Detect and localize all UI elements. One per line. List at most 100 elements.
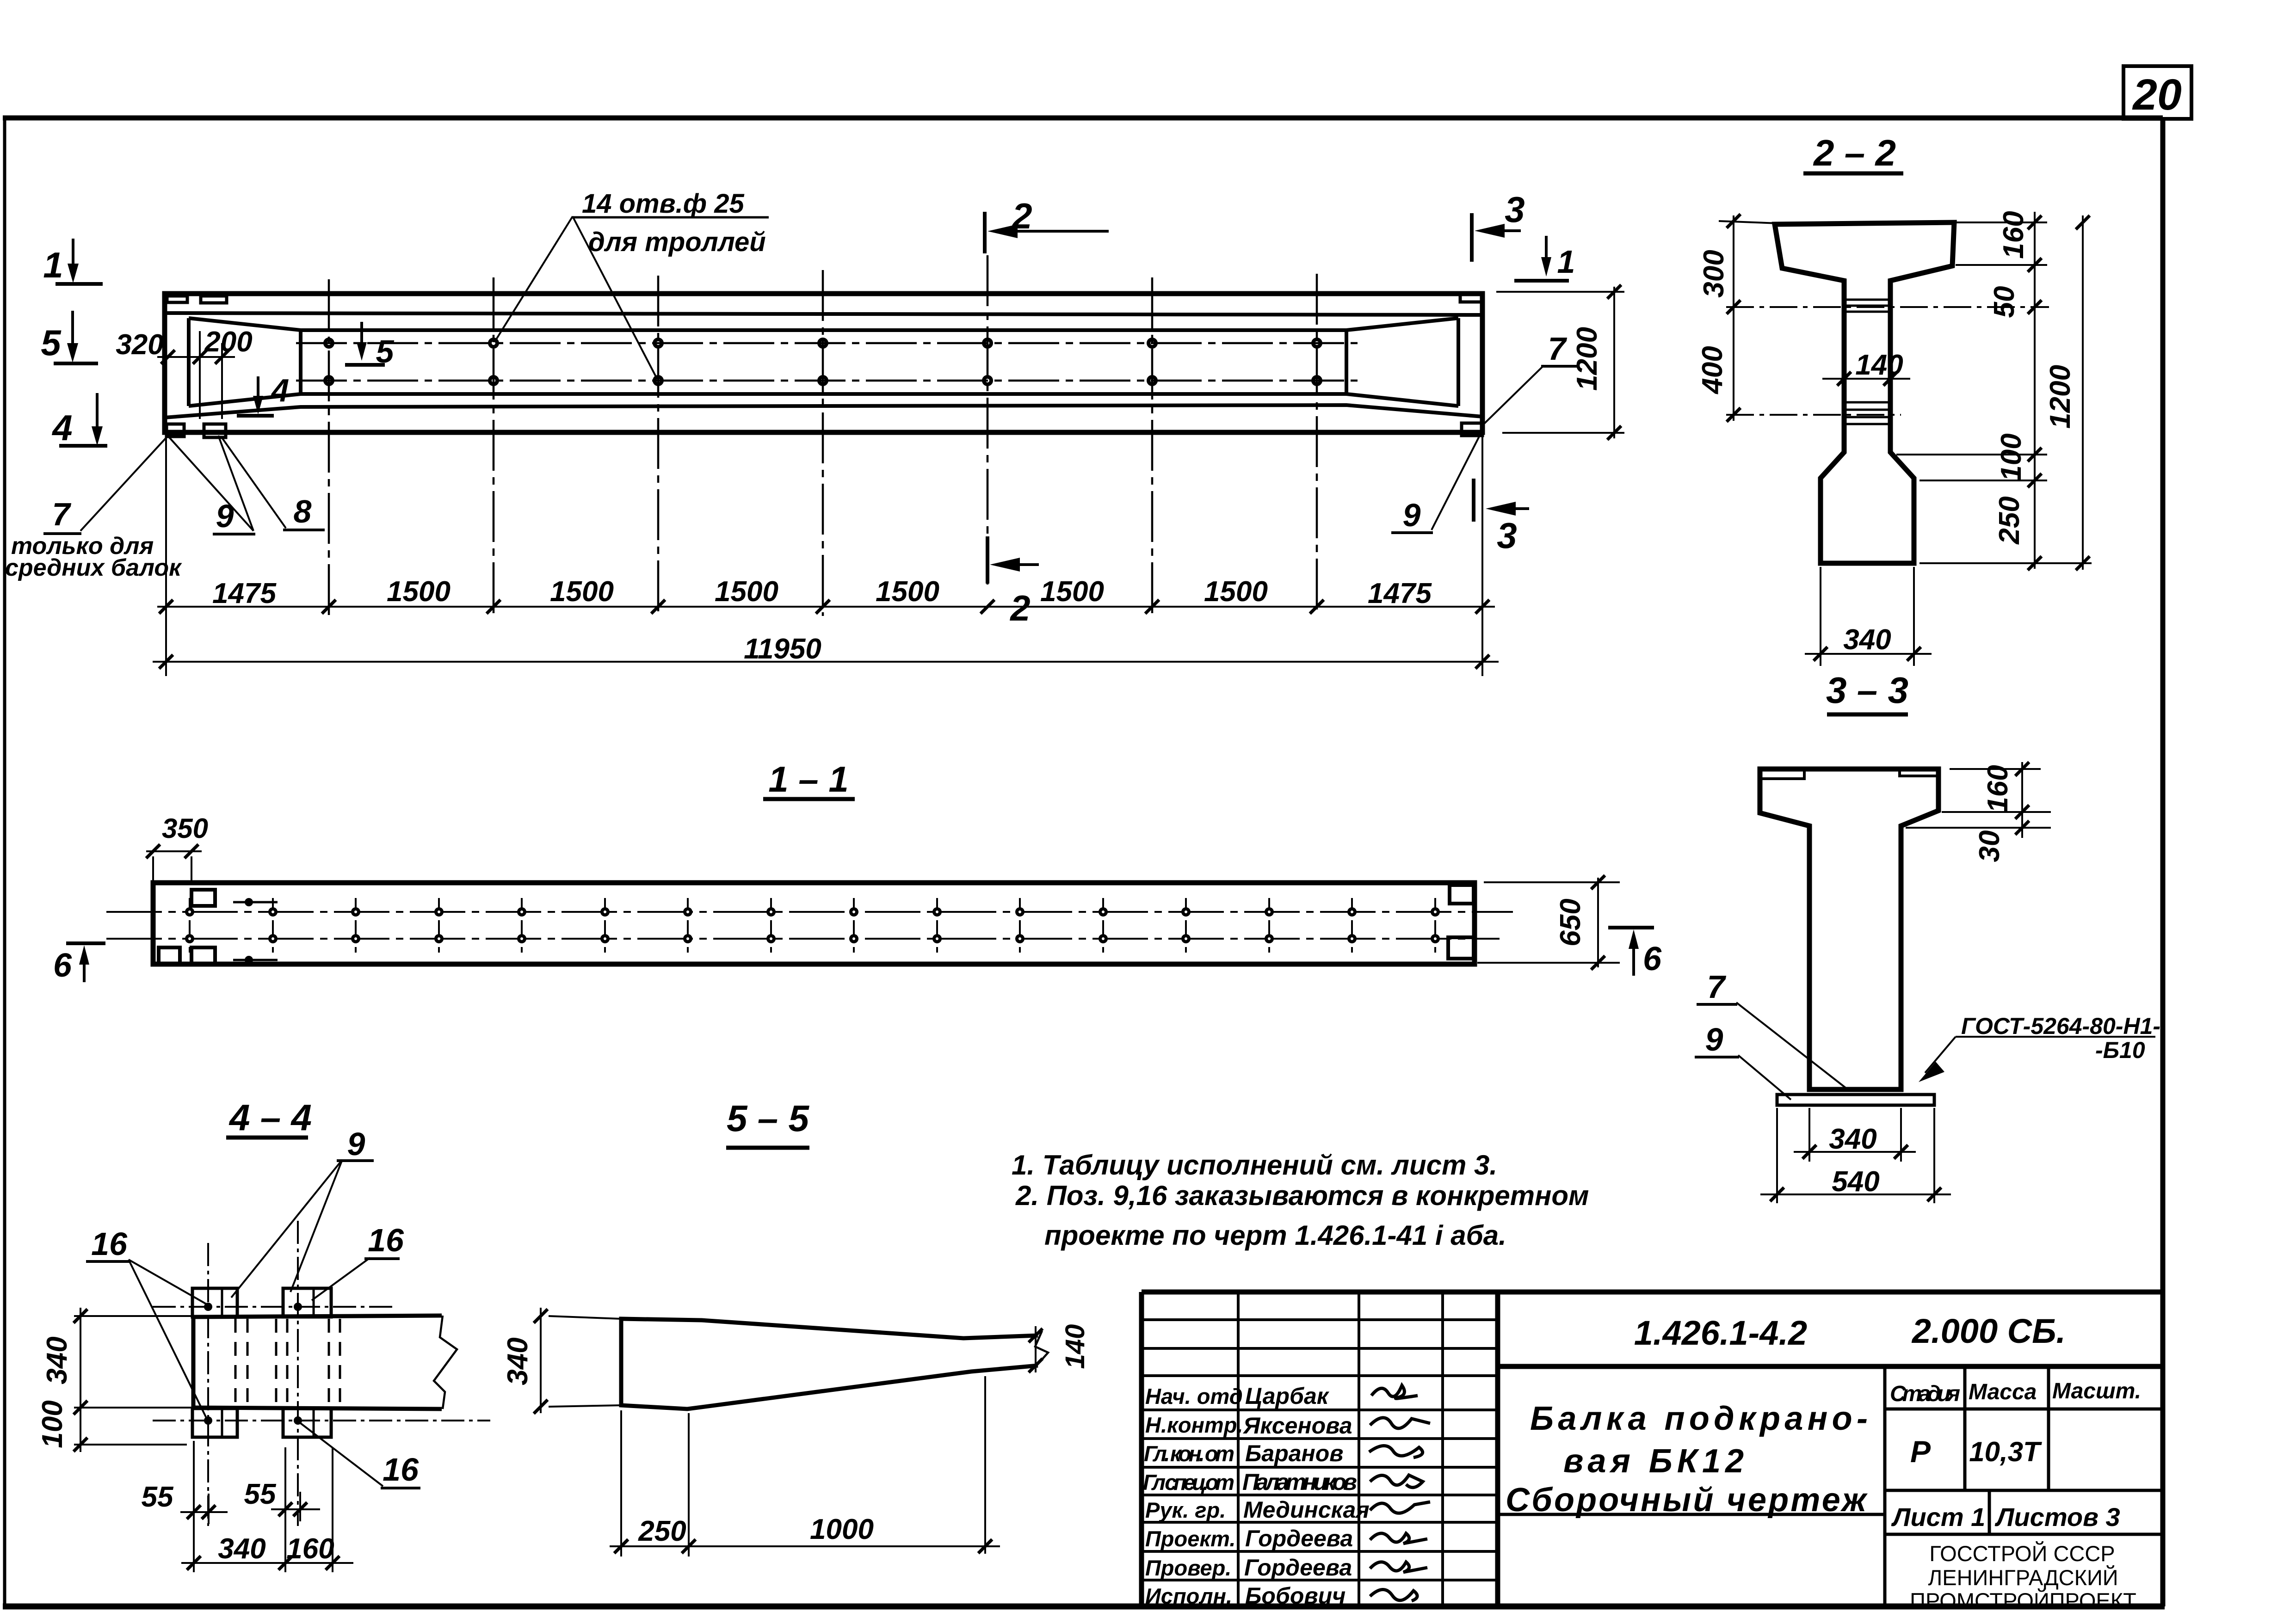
- svg-text:ГОССТРОЙ СССР: ГОССТРОЙ СССР: [1929, 1541, 2115, 1566]
- svg-text:Гл спец.от: Гл спец.от: [1143, 1470, 1234, 1495]
- svg-text:30: 30: [1974, 830, 2006, 862]
- svg-text:1475: 1475: [212, 578, 277, 609]
- svg-text:3 – 3: 3 – 3: [1826, 670, 1908, 711]
- svg-text:Яксенова: Яксенова: [1242, 1413, 1352, 1439]
- svg-text:1200: 1200: [1571, 327, 1603, 391]
- svg-text:20: 20: [2132, 70, 2182, 119]
- svg-text:100: 100: [37, 1400, 68, 1448]
- svg-text:Рук. гр.: Рук. гр.: [1145, 1498, 1226, 1522]
- svg-text:1500: 1500: [550, 576, 614, 608]
- svg-text:140: 140: [1060, 1324, 1090, 1369]
- svg-text:средних балок: средних балок: [5, 554, 182, 581]
- svg-text:вая БК12: вая БК12: [1563, 1443, 1744, 1480]
- svg-text:6: 6: [1643, 941, 1662, 978]
- svg-text:160: 160: [286, 1533, 334, 1565]
- svg-text:1500: 1500: [1204, 576, 1268, 608]
- svg-text:3: 3: [1505, 189, 1524, 230]
- svg-text:1500: 1500: [1040, 576, 1104, 608]
- svg-text:100: 100: [1995, 433, 2027, 481]
- svg-text:140: 140: [1855, 349, 1903, 381]
- svg-text:340: 340: [1843, 624, 1891, 656]
- svg-text:55: 55: [142, 1481, 174, 1513]
- svg-text:ЛЕНИНГРАДСКИЙ: ЛЕНИНГРАДСКИЙ: [1928, 1565, 2118, 1590]
- svg-text:проекте по черт 1.426.1-41 і а: проекте по черт 1.426.1-41 і аба.: [1044, 1220, 1506, 1251]
- svg-text:2 – 2: 2 – 2: [1813, 132, 1896, 173]
- svg-text:Царбак: Царбак: [1245, 1383, 1330, 1409]
- svg-text:4: 4: [51, 407, 72, 448]
- svg-text:Исполн.: Исполн.: [1145, 1584, 1232, 1608]
- svg-text:Нач. отд: Нач. отд: [1145, 1384, 1243, 1409]
- svg-text:5: 5: [376, 333, 395, 369]
- svg-text:6: 6: [53, 947, 72, 984]
- svg-text:2.000 СБ.: 2.000 СБ.: [1911, 1312, 2066, 1350]
- svg-text:Н.контр.: Н.контр.: [1145, 1413, 1243, 1437]
- svg-text:320: 320: [116, 329, 163, 361]
- svg-text:Балка подкрано-: Балка подкрано-: [1530, 1400, 1868, 1437]
- svg-text:ГОСТ-5264-80-Н1-: ГОСТ-5264-80-Н1-: [1961, 1013, 2160, 1039]
- svg-text:16: 16: [368, 1222, 404, 1258]
- svg-text:250: 250: [1994, 496, 2025, 544]
- svg-text:Палатников: Палатников: [1242, 1469, 1357, 1495]
- svg-text:Масшт.: Масшт.: [2052, 1379, 2141, 1403]
- svg-text:650: 650: [1555, 898, 1586, 946]
- svg-text:1000: 1000: [810, 1513, 874, 1545]
- svg-text:2. Поз. 9,16 заказываются в ко: 2. Поз. 9,16 заказываются в конкретном: [1015, 1180, 1589, 1211]
- svg-text:7: 7: [1548, 331, 1568, 367]
- svg-text:1500: 1500: [876, 576, 939, 608]
- svg-text:250: 250: [638, 1515, 686, 1547]
- svg-text:160: 160: [1998, 211, 2030, 258]
- svg-text:9: 9: [1705, 1021, 1723, 1058]
- svg-text:Стадия: Стадия: [1890, 1382, 1960, 1406]
- svg-text:3: 3: [1497, 515, 1517, 556]
- svg-text:Гл. кон. от: Гл. кон. от: [1144, 1441, 1234, 1466]
- svg-text:16: 16: [91, 1226, 128, 1262]
- svg-text:5: 5: [41, 322, 62, 363]
- svg-text:9: 9: [1403, 497, 1421, 533]
- svg-text:8: 8: [294, 493, 312, 529]
- svg-text:Листов 3: Листов 3: [1994, 1502, 2120, 1532]
- svg-text:5 – 5: 5 – 5: [727, 1098, 809, 1139]
- svg-text:300: 300: [1698, 250, 1730, 297]
- svg-text:1200: 1200: [2044, 365, 2076, 429]
- svg-text:9: 9: [216, 498, 234, 534]
- svg-text:Баранов: Баранов: [1245, 1440, 1344, 1466]
- svg-text:1 – 1: 1 – 1: [768, 759, 848, 800]
- svg-text:340: 340: [41, 1336, 73, 1384]
- svg-text:340: 340: [502, 1337, 534, 1385]
- svg-text:Проект.: Проект.: [1145, 1526, 1235, 1551]
- svg-text:Сборочный чертеж: Сборочный чертеж: [1506, 1482, 1868, 1519]
- svg-text:14 отв.ф 25: 14 отв.ф 25: [582, 189, 744, 219]
- svg-text:1: 1: [43, 245, 63, 285]
- svg-text:Гордеева: Гордеева: [1244, 1555, 1352, 1581]
- svg-text:2: 2: [1011, 196, 1032, 236]
- svg-text:4: 4: [271, 372, 290, 408]
- svg-text:1.426.1-4.2: 1.426.1-4.2: [1634, 1314, 1807, 1352]
- svg-text:2: 2: [1009, 588, 1030, 628]
- svg-text:1. Таблицу исполнений см. лис: 1. Таблицу исполнений см. лист 3.: [1012, 1150, 1497, 1181]
- svg-text:-Б10: -Б10: [2095, 1037, 2145, 1063]
- svg-text:7: 7: [52, 496, 72, 532]
- svg-text:4 – 4: 4 – 4: [228, 1097, 312, 1138]
- svg-text:340: 340: [218, 1533, 265, 1565]
- svg-text:160: 160: [1982, 765, 2014, 812]
- svg-text:200: 200: [204, 326, 252, 358]
- svg-text:1500: 1500: [387, 576, 451, 608]
- svg-text:400: 400: [1697, 346, 1728, 394]
- svg-text:Бобович: Бобович: [1245, 1583, 1346, 1609]
- svg-text:340: 340: [1829, 1123, 1876, 1155]
- svg-text:Р: Р: [1910, 1434, 1931, 1469]
- svg-text:350: 350: [162, 813, 208, 844]
- svg-text:540: 540: [1832, 1166, 1879, 1198]
- svg-text:16: 16: [383, 1452, 419, 1488]
- svg-text:Мединская: Мединская: [1243, 1497, 1370, 1523]
- svg-text:50: 50: [1988, 286, 2020, 318]
- svg-text:Провер.: Провер.: [1145, 1556, 1231, 1580]
- svg-text:1: 1: [1557, 244, 1575, 280]
- svg-text:11950: 11950: [744, 633, 821, 665]
- svg-text:1500: 1500: [715, 576, 778, 608]
- svg-text:7: 7: [1707, 969, 1727, 1005]
- svg-text:55: 55: [244, 1478, 277, 1510]
- svg-text:Масса: Масса: [1969, 1380, 2037, 1404]
- svg-text:1475: 1475: [1368, 578, 1432, 609]
- svg-text:только для: только для: [11, 533, 154, 560]
